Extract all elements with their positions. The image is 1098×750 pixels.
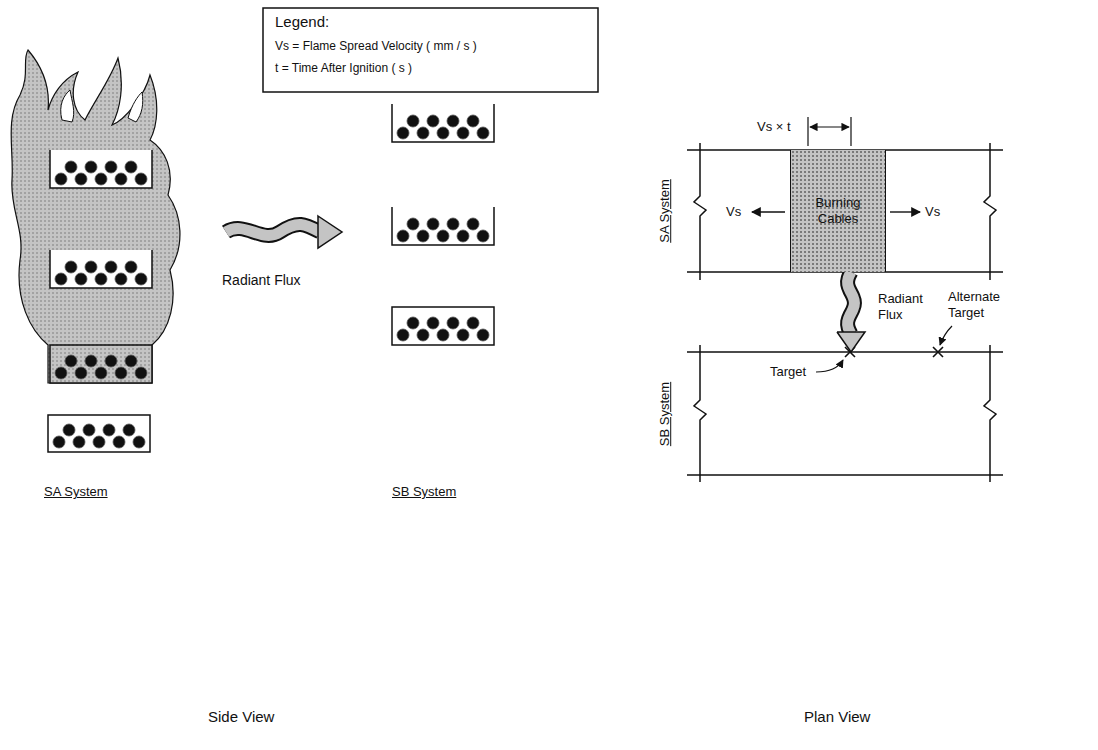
annotation-label: Plan View (804, 708, 870, 726)
annotation-label: Radiant Flux (222, 272, 301, 289)
target-mark (845, 347, 943, 357)
annotation-label: Vs × t (757, 119, 791, 135)
annotation-label: SA System (44, 484, 108, 500)
dimension-line (808, 117, 851, 146)
burning-cables-box: Burning Cables (790, 150, 886, 272)
tray-band: SB System (700, 352, 990, 475)
connector-outline (848, 272, 855, 334)
annotation-label: SB System (392, 484, 456, 500)
cable-tray (48, 150, 152, 452)
legend-entry: Vs = Flame Spread Velocity ( mm / s ) (275, 39, 477, 53)
annotation-label: Alternate Target (948, 289, 1018, 320)
annotation-label: Legend: (275, 13, 329, 31)
annotation-label: Vs (925, 204, 940, 220)
connector-body (848, 272, 855, 334)
system-label: SB System (657, 381, 673, 445)
legend-frame (263, 8, 598, 92)
legend-entry: t = Time After Ignition ( s ) (275, 61, 412, 75)
leader-line (816, 326, 952, 372)
node-text: Burning Cables (795, 195, 881, 226)
radiant-flux-connector (837, 272, 865, 352)
connector-label: Radiant Flux (878, 291, 940, 322)
radiant-flux-arrow (226, 216, 342, 248)
annotation-label: Vs (726, 204, 741, 220)
cable-tray (392, 104, 494, 345)
system-label: SA System (657, 179, 673, 243)
flame-shape (11, 50, 180, 383)
arrow-head (837, 332, 865, 352)
tray-band: SA SystemBurning Cables (700, 150, 990, 272)
annotation-label: Target (770, 364, 806, 380)
annotation-label: Side View (208, 708, 274, 726)
